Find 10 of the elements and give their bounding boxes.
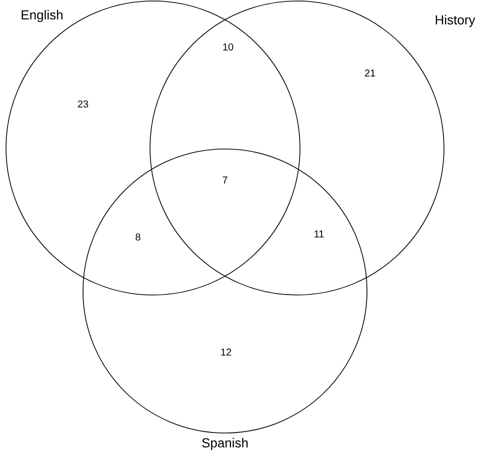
set-label: History [436,14,476,28]
region-count: 11 [314,230,324,238]
set-label: English [22,10,62,22]
region-count: 12 [221,348,232,356]
set-label: Spanish [202,438,248,450]
region-count: 8 [136,233,140,241]
region-count: 23 [78,100,88,108]
region-count: 10 [223,43,234,51]
region-count: 21 [364,70,376,76]
region-count: 7 [222,176,228,184]
